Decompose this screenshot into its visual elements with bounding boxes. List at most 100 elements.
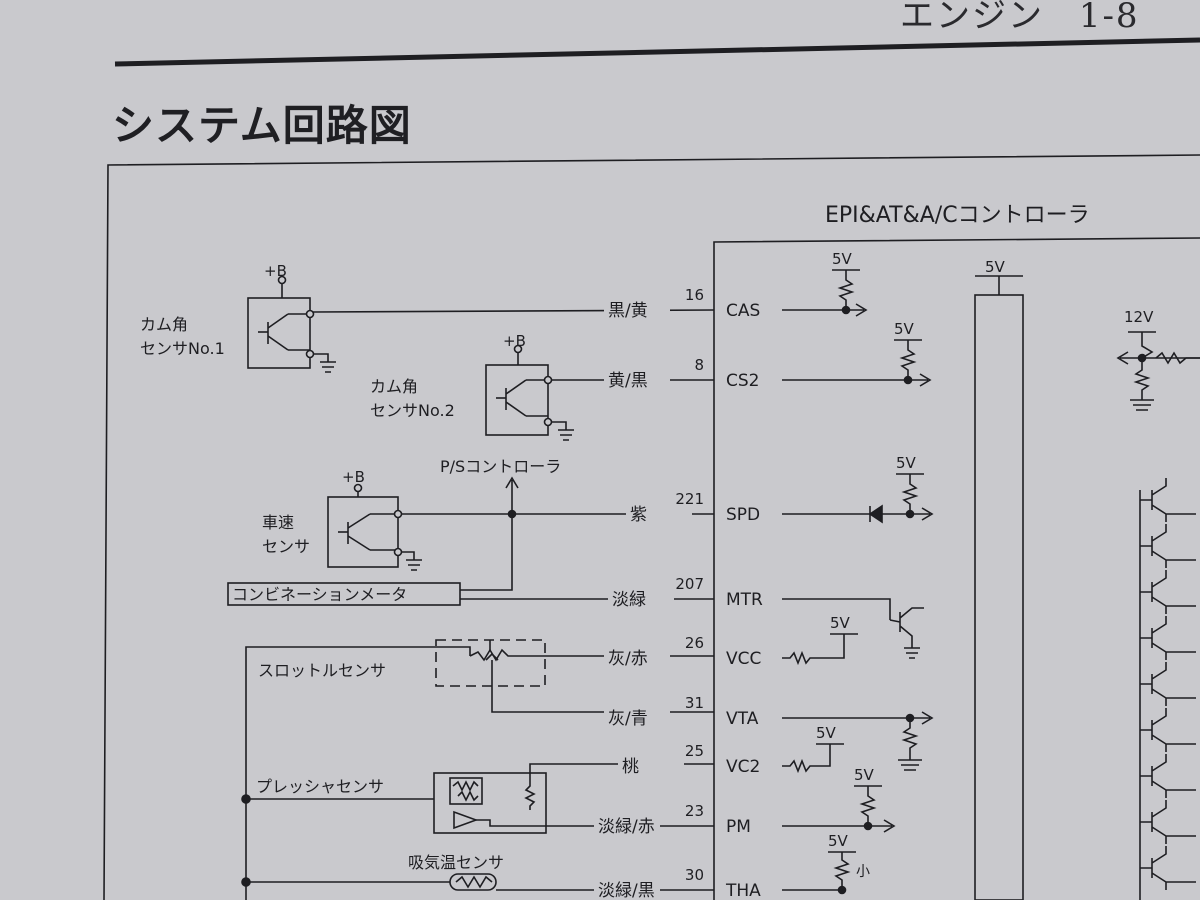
pin-number: 207: [675, 575, 704, 593]
cam2-label-2: センサNo.2: [370, 401, 455, 420]
header-rule: [114, 37, 1200, 67]
internal-supply-bus: [974, 294, 1024, 900]
wire-color-label: 淡緑/赤: [598, 817, 655, 837]
signal-name: CAS: [726, 301, 760, 321]
wire-color-label: 灰/赤: [608, 649, 648, 669]
wire-label-bg: [604, 644, 670, 666]
bus-supply-5v: [975, 275, 1023, 295]
cam1-label-1: カム角: [140, 315, 188, 334]
signal-name: CS2: [726, 371, 759, 391]
array-transistor: [1140, 478, 1196, 522]
page-number: 1-8: [1078, 0, 1140, 36]
cam-sensor-1: [247, 275, 336, 373]
transistor-array: [1139, 478, 1196, 900]
ps-controller-label: P/Sコントローラ: [440, 457, 561, 476]
signal-name-bg: [716, 502, 778, 524]
wire-label-bg: [604, 704, 670, 726]
signal-name-bg: [716, 878, 778, 900]
wire-color-label: 紫: [630, 505, 647, 525]
meter-spd-wire: [460, 514, 513, 591]
page-header: エンジン 1-8: [900, 0, 1140, 37]
cam2-plus-b: +B: [503, 332, 526, 350]
vc2-5v: 5V: [816, 724, 837, 742]
wire-label-bg: [608, 585, 674, 607]
cam1-label-2: センサNo.1: [140, 339, 225, 358]
pin-number: 221: [675, 490, 704, 508]
vcc-5v: 5V: [830, 614, 851, 632]
signal-name-bg: [716, 368, 778, 390]
wire-label-bg: [626, 500, 692, 522]
cam2-label-1: カム角: [370, 377, 418, 396]
pin-number: 31: [685, 694, 704, 712]
page-title: システム回路図: [112, 101, 412, 150]
tha-5v: 5V: [828, 832, 849, 850]
signal-name: PM: [726, 817, 751, 837]
bus-5v-label: 5V: [985, 258, 1006, 276]
pin-number: 23: [685, 802, 704, 820]
signal-name: VC2: [726, 757, 760, 777]
wire-label-bg: [618, 752, 684, 774]
ps-controller-wire: [505, 476, 519, 514]
speed-plus-b: +B: [342, 468, 365, 486]
array-transistor: [1140, 846, 1196, 890]
speed-sensor: [327, 483, 422, 571]
wire-color-label: 黒/黄: [608, 301, 648, 321]
signal-name-bg: [716, 706, 778, 728]
pin-number: 30: [685, 866, 704, 884]
wire-color-label: 桃: [622, 757, 639, 777]
array-transistor: [1140, 708, 1196, 752]
throttle-sensor: [435, 639, 714, 713]
controller-box: [713, 237, 1200, 900]
wire-label-bg: [604, 296, 670, 318]
diagram-frame: [103, 154, 1200, 900]
signal-name-bg: [716, 298, 778, 320]
signal-name: MTR: [726, 590, 763, 610]
intake-temp-label: 吸気温センサ: [408, 853, 504, 872]
cam-sensor-2: [485, 344, 574, 441]
section-name: エンジン: [900, 0, 1044, 36]
wire-color-label: 灰/青: [608, 709, 648, 729]
pin-number: 16: [685, 286, 704, 304]
pin-number: 25: [685, 742, 704, 760]
intake-temp-thermistor: [455, 875, 493, 889]
array-transistor: [1140, 662, 1196, 706]
speed-label-2: センサ: [262, 537, 310, 556]
signal-name-bg: [716, 814, 778, 836]
ground-return-bus: [245, 646, 471, 900]
pressure-sensor: [433, 763, 714, 834]
throttle-label: スロットルセンサ: [258, 661, 386, 680]
wire-label-bg: [604, 366, 670, 388]
combination-meter-box: [227, 582, 461, 606]
tha-small-label: 小: [856, 864, 870, 880]
controller-title: EPI&AT&A/Cコントローラ: [825, 203, 1090, 228]
wire-color-label: 淡緑/黒: [598, 881, 655, 900]
wire-label-bg: [594, 812, 660, 834]
spd-5v: 5V: [896, 454, 917, 472]
pm-5v: 5V: [854, 766, 875, 784]
divider-12v: 12V: [1124, 308, 1154, 326]
cas-5v: 5V: [832, 250, 853, 268]
signal-name: SPD: [726, 505, 760, 525]
signal-name-bg: [716, 754, 778, 776]
combination-meter-label: コンビネーションメータ: [232, 585, 407, 604]
wire-color-label: 黄/黒: [608, 371, 648, 391]
wire-color-label: 淡緑: [612, 590, 646, 610]
array-transistor: [1140, 524, 1196, 568]
pin-number: 8: [694, 356, 704, 374]
signal-name: VCC: [726, 649, 761, 669]
signal-name: THA: [725, 881, 761, 900]
signal-name-bg: [716, 587, 778, 609]
array-transistor: [1140, 616, 1196, 660]
wire-label-bg: [594, 876, 660, 898]
pressure-label: プレッシャセンサ: [256, 777, 384, 796]
cs2-5v: 5V: [894, 320, 915, 338]
array-transistor: [1140, 754, 1196, 798]
pin-number: 26: [685, 634, 704, 652]
internal-circuits: [782, 269, 1200, 895]
speed-label-1: 車速: [262, 513, 294, 532]
signal-name: VTA: [726, 709, 759, 729]
signal-name-bg: [716, 646, 778, 668]
array-transistor: [1140, 800, 1196, 844]
